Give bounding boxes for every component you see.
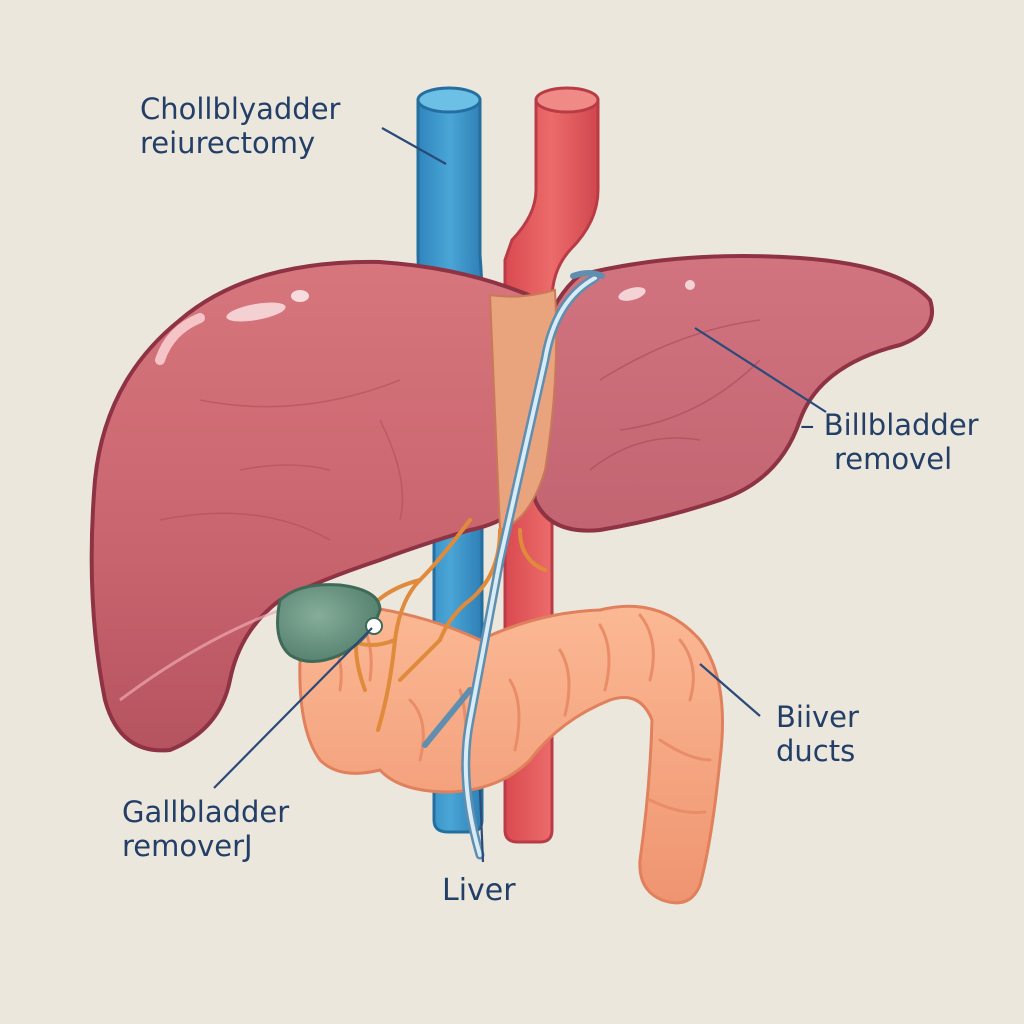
leader-line-top-left (381, 127, 447, 165)
label-bottom-center-line1: Liver (442, 873, 516, 908)
label-bottom-left-line1: Gallbladder (122, 795, 290, 829)
leader-line-bottom-center (478, 789, 485, 863)
label-lower-right-line1: Biiver (776, 700, 859, 734)
leader-line-lower-right (699, 663, 761, 717)
liver-right-lobe (526, 254, 934, 533)
label-top-left: Chollblyadder reiurectomy (140, 92, 340, 160)
label-right-line2: removel (834, 442, 953, 477)
leader-lines (213, 127, 827, 863)
label-lower-right: Biiver ducts (776, 700, 859, 768)
label-bottom-center: Liver (442, 873, 516, 908)
leader-line-right (694, 327, 827, 413)
label-right: – Billbladder removel (800, 408, 979, 477)
label-top-left-line1: Chollblyadder (140, 92, 341, 126)
surgical-instrument (422, 270, 605, 860)
label-right-line1: – Billbladder (800, 408, 979, 442)
leader-line-bottom-left (213, 627, 373, 789)
label-lower-right-line2: ducts (776, 734, 856, 769)
label-bottom-left-line2: removerJ (122, 829, 253, 864)
label-bottom-left: Gallbladder removerJ (122, 795, 289, 863)
ligament-tissue (488, 288, 558, 532)
label-top-left-line2: reiurectomy (140, 126, 316, 161)
intestine (298, 603, 724, 905)
